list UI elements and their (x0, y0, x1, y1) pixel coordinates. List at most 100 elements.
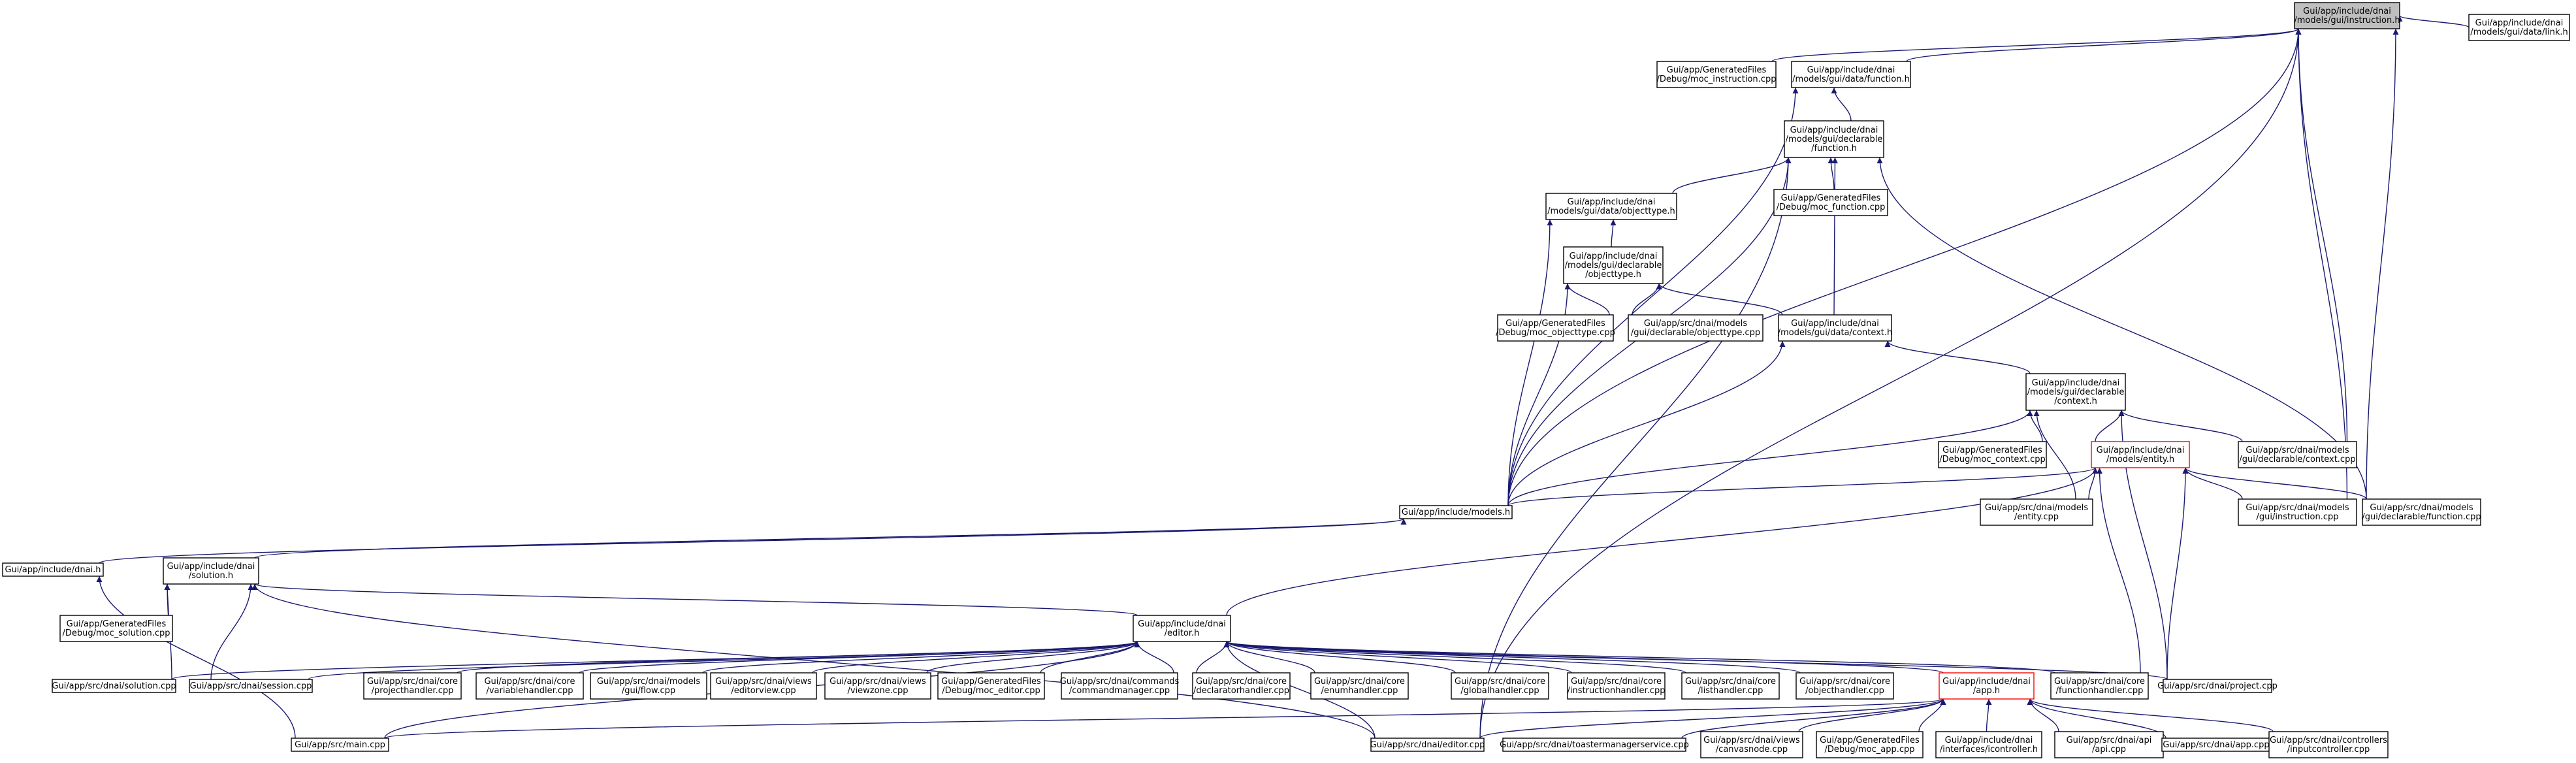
file-node-models-h[interactable]: Gui/app/include/models.h (1399, 505, 1513, 519)
file-node-label-line: Gui/app/src/dnai/models (1985, 503, 2088, 513)
file-node-label-line: /interfaces/icontroller.h (1940, 745, 2038, 755)
file-node-box (1563, 246, 1664, 284)
file-node-decl-func-h[interactable]: Gui/app/include/dnai/models/gui/declarab… (1784, 120, 1884, 158)
file-node-decl-objtype-cpp[interactable]: Gui/app/src/dnai/models/gui/declarable/o… (1628, 314, 1763, 342)
file-node-label-line: Gui/app/src/dnai/api (2067, 736, 2152, 745)
dependency-edge-entity-cpp-to-decl-ctx-h (2033, 410, 2076, 500)
file-node-label-line: /models/gui/declarable (1786, 135, 1883, 144)
file-node-decl-ctx-h[interactable]: Gui/app/include/dnai/models/gui/declarab… (2025, 373, 2126, 411)
file-node-solution-h[interactable]: Gui/app/include/dnai/solution.h (163, 557, 259, 585)
file-node-label-line: /commandmanager.cpp (1069, 686, 1170, 696)
file-node-viewzone[interactable]: Gui/app/src/dnai/views/viewzone.cpp (824, 672, 931, 700)
file-node-label-line: /Debug/moc_solution.cpp (62, 628, 170, 638)
dependency-edge-decl-ctx-h-to-data-ctx-h (1884, 340, 2031, 374)
file-node-commandmanager[interactable]: Gui/app/src/dnai/commands/commandmanager… (1060, 672, 1180, 700)
file-node-instr-h[interactable]: Gui/app/include/dnai/models/gui/instruct… (2294, 2, 2400, 29)
file-node-dnai-h[interactable]: Gui/app/include/dnai.h (2, 562, 104, 577)
dependency-edge-models-h-to-decl-ctx-h (1507, 410, 2033, 506)
file-node-label-line: Gui/app/src/main.cpp (295, 740, 385, 750)
file-node-box (1656, 61, 1777, 88)
file-node-entity-cpp[interactable]: Gui/app/src/dnai/models/entity.cpp (1980, 498, 2093, 526)
file-node-label-line: Gui/app/src/dnai/core (367, 677, 458, 687)
dependency-edge-functionhandler-to-entity-h (2097, 467, 2141, 674)
file-node-label-line: /models/gui/declarable (1565, 261, 1662, 270)
file-node-functionhandler[interactable]: Gui/app/src/dnai/core/functionhandler.cp… (2050, 672, 2149, 700)
file-node-label-line: /editorview.cpp (731, 686, 796, 696)
file-node-entity-h[interactable]: Gui/app/include/dnai/models/entity.h (2091, 441, 2190, 468)
file-node-label-line: Gui/app/src/dnai/session.cpp (190, 681, 312, 691)
file-node-label-line: Gui/app/include/dnai (2303, 7, 2391, 16)
file-node-box (189, 679, 313, 693)
dependency-edge-commandmanager-to-editor-h (1134, 641, 1174, 674)
file-node-editorview[interactable]: Gui/app/src/dnai/views/editorview.cpp (710, 672, 817, 700)
file-node-label-line: Gui/app/src/dnai/views (829, 677, 926, 687)
file-node-box (1784, 120, 1884, 158)
file-node-main-cpp[interactable]: Gui/app/src/main.cpp (291, 738, 389, 752)
file-node-box (1980, 498, 2093, 526)
file-node-box (1939, 672, 2035, 700)
file-node-label-line: Gui/app/GeneratedFiles (67, 619, 167, 629)
file-node-instr-cpp[interactable]: Gui/app/src/dnai/models/gui/instruction.… (2238, 498, 2357, 526)
file-node-moc-app[interactable]: Gui/app/GeneratedFiles/Debug/moc_app.cpp (1816, 731, 1924, 758)
file-node-objecthandler[interactable]: Gui/app/src/dnai/core/objecthandler.cpp (1795, 672, 1894, 700)
file-node-label-line: /Debug/moc_context.cpp (1939, 455, 2046, 464)
file-node-objtype-h[interactable]: Gui/app/include/dnai/models/gui/data/obj… (1545, 193, 1677, 220)
file-node-label-line: Gui/app/src/dnai/models (597, 677, 700, 687)
dependency-edge-inputcontroller-to-app-h (2027, 698, 2274, 732)
dependency-edge-objtype-h-to-decl-func-h (1672, 157, 1792, 194)
file-node-decl-objtype-h[interactable]: Gui/app/include/dnai/models/gui/declarab… (1563, 246, 1664, 284)
file-node-editor-cpp[interactable]: Gui/app/src/dnai/editor.cpp (1370, 738, 1485, 752)
file-node-label-line: Gui/app/src/dnai/core (1571, 677, 1662, 687)
file-node-globalhandler[interactable]: Gui/app/src/dnai/core/globalhandler.cpp (1451, 672, 1549, 700)
file-node-api-cpp[interactable]: Gui/app/src/dnai/api/api.cpp (2054, 731, 2164, 758)
file-node-decl-ctx-cpp[interactable]: Gui/app/src/dnai/models/gui/declarable/c… (2238, 441, 2357, 468)
file-node-canvasnode[interactable]: Gui/app/src/dnai/views/canvasnode.cpp (1700, 731, 1803, 758)
file-node-moc-func[interactable]: Gui/app/GeneratedFiles/Debug/moc_functio… (1773, 189, 1888, 216)
file-node-label-line: /models/gui/instruction.h (2294, 16, 2400, 25)
file-node-label-line: Gui/app/src/dnai/core (1799, 677, 1890, 687)
file-node-label-line: Gui/app/include/dnai (1945, 736, 2033, 745)
file-node-declaratorhandler[interactable]: Gui/app/src/dnai/core/declaratorhandler.… (1192, 672, 1291, 700)
file-node-label-line: Gui/app/src/dnai/commands (1060, 677, 1180, 687)
file-node-moc-ctx[interactable]: Gui/app/GeneratedFiles/Debug/moc_context… (1938, 441, 2047, 468)
file-node-toaster[interactable]: Gui/app/src/dnai/toastermanagerservice.c… (1500, 738, 1689, 752)
file-node-label-line: Gui/app/src/dnai/views (715, 677, 812, 687)
file-node-link-h[interactable]: Gui/app/include/dnai/models/gui/data/lin… (2468, 14, 2570, 41)
file-node-label-line: /gui/flow.cpp (622, 686, 675, 696)
file-node-moc-solution[interactable]: Gui/app/GeneratedFiles/Debug/moc_solutio… (59, 615, 173, 642)
dependency-edge-viewzone-to-editor-h (926, 641, 1140, 674)
file-node-box (475, 672, 584, 700)
file-node-label-line: Gui/app/src/dnai/models (2246, 503, 2349, 513)
file-node-listhandler[interactable]: Gui/app/src/dnai/core/listhandler.cpp (1681, 672, 1780, 700)
dependency-edge-decl-objtype-h-to-objtype-h (1610, 219, 1617, 248)
file-node-inputcontroller[interactable]: Gui/app/src/dnai/controllers/inputcontro… (2268, 731, 2389, 758)
file-node-guiflow[interactable]: Gui/app/src/dnai/models/gui/flow.cpp (590, 672, 707, 700)
file-node-label-line: Gui/app/GeneratedFiles (941, 677, 1041, 687)
file-node-moc-instr[interactable]: Gui/app/GeneratedFiles/Debug/moc_instruc… (1656, 61, 1777, 88)
file-node-label-line: Gui/app/src/dnai/core (2054, 677, 2145, 687)
file-node-label-line: Gui/app/src/dnai/solution.cpp (52, 681, 176, 691)
file-node-instructionhandler[interactable]: Gui/app/src/dnai/core/instructionhandler… (1567, 672, 1666, 700)
file-node-decl-func-cpp[interactable]: Gui/app/src/dnai/models/gui/declarable/f… (2362, 498, 2481, 526)
file-node-projecthandler[interactable]: Gui/app/src/dnai/core/projecthandler.cpp (363, 672, 462, 700)
file-node-session-cpp[interactable]: Gui/app/src/dnai/session.cpp (189, 679, 313, 693)
dependency-edge-project-cpp-to-entity-h (2166, 467, 2189, 680)
dependency-edge-editor-cpp-to-editor-h (1223, 641, 1376, 739)
file-node-data-ctx-h[interactable]: Gui/app/include/dnai/models/gui/data/con… (1778, 314, 1893, 342)
file-node-project-cpp[interactable]: Gui/app/src/dnai/project.cpp (2157, 679, 2278, 693)
file-node-enumhandler[interactable]: Gui/app/src/dnai/core/enumhandler.cpp (1310, 672, 1409, 700)
file-node-variablehandler[interactable]: Gui/app/src/dnai/core/variablehandler.cp… (475, 672, 584, 700)
file-node-editor-h[interactable]: Gui/app/include/dnai/editor.h (1133, 615, 1231, 642)
file-node-moc-objtype[interactable]: Gui/app/GeneratedFiles/Debug/moc_objectt… (1496, 314, 1615, 342)
dependency-edge-canvasnode-to-app-h (1798, 698, 1946, 732)
file-node-icontroller[interactable]: Gui/app/include/dnai/interfaces/icontrol… (1935, 731, 2042, 758)
file-node-app-cpp[interactable]: Gui/app/src/dnai/app.cpp (2161, 738, 2271, 752)
file-node-box (1545, 193, 1677, 220)
file-node-moc-editor[interactable]: Gui/app/GeneratedFiles/Debug/moc_editor.… (937, 672, 1045, 700)
dependency-edge-app-h-to-editor-h (1224, 641, 1944, 674)
file-node-func-h[interactable]: Gui/app/include/dnai/models/gui/data/fun… (1791, 61, 1911, 88)
file-node-label-line: Gui/app/src/dnai/app.cpp (2163, 740, 2269, 750)
file-node-solution-cpp[interactable]: Gui/app/src/dnai/solution.cpp (52, 679, 176, 693)
file-node-box (1310, 672, 1409, 700)
file-node-app-h[interactable]: Gui/app/include/dnai/app.h (1939, 672, 2035, 700)
